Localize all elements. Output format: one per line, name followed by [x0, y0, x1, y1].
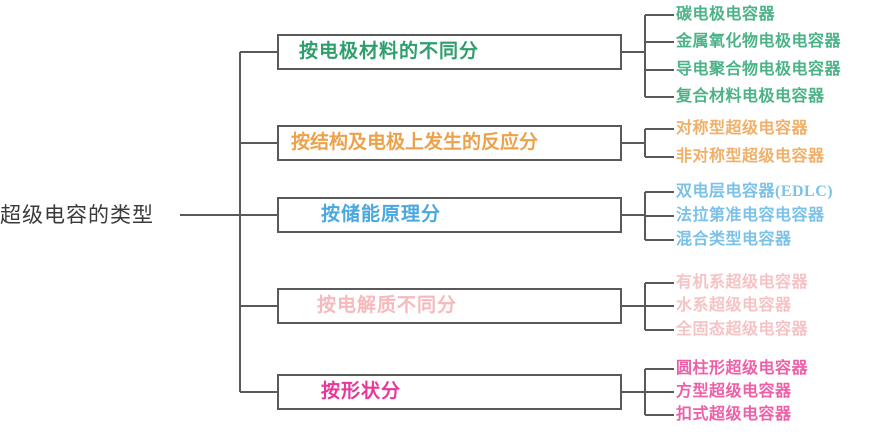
leaf-item-5-3[interactable]: 扣式超级电容器 — [676, 406, 792, 423]
category-box-2[interactable]: 按结构及电极上发生的反应分 — [277, 125, 622, 161]
leaf-item-1-4[interactable]: 复合材料电极电容器 — [676, 88, 825, 105]
leaf-item-5-1[interactable]: 圆柱形超级电容器 — [676, 360, 809, 377]
category-label-1: 按电极材料的不同分 — [299, 41, 480, 62]
category-box-5[interactable]: 按形状分 — [277, 374, 622, 410]
leaf-item-1-1[interactable]: 碳电极电容器 — [676, 6, 776, 23]
leaf-item-3-2[interactable]: 法拉第准电容电容器 — [676, 207, 825, 224]
root-label: 超级电容的类型 — [0, 203, 154, 227]
leaf-item-2-2[interactable]: 非对称型超级电容器 — [676, 148, 825, 165]
category-box-1[interactable]: 按电极材料的不同分 — [277, 34, 622, 70]
category-box-4[interactable]: 按电解质不同分 — [277, 288, 622, 324]
leaf-item-4-1[interactable]: 有机系超级电容器 — [676, 274, 809, 291]
leaf-item-5-2[interactable]: 方型超级电容器 — [676, 383, 792, 400]
leaf-item-2-1[interactable]: 对称型超级电容器 — [676, 120, 809, 137]
category-label-2: 按结构及电极上发生的反应分 — [291, 132, 539, 153]
leaf-item-3-3[interactable]: 混合类型电容器 — [676, 231, 792, 248]
leaf-item-4-3[interactable]: 全固态超级电容器 — [676, 321, 809, 338]
category-label-5: 按形状分 — [321, 381, 402, 402]
leaf-item-1-2[interactable]: 金属氧化物电极电容器 — [676, 33, 842, 50]
leaf-item-4-2[interactable]: 水系超级电容器 — [676, 297, 792, 314]
category-label-4: 按电解质不同分 — [317, 295, 458, 316]
category-box-3[interactable]: 按储能原理分 — [277, 197, 622, 233]
leaf-item-3-1[interactable]: 双电层电容器(EDLC) — [676, 183, 834, 200]
leaf-item-1-3[interactable]: 导电聚合物电极电容器 — [676, 61, 842, 78]
category-label-3: 按储能原理分 — [321, 204, 442, 225]
